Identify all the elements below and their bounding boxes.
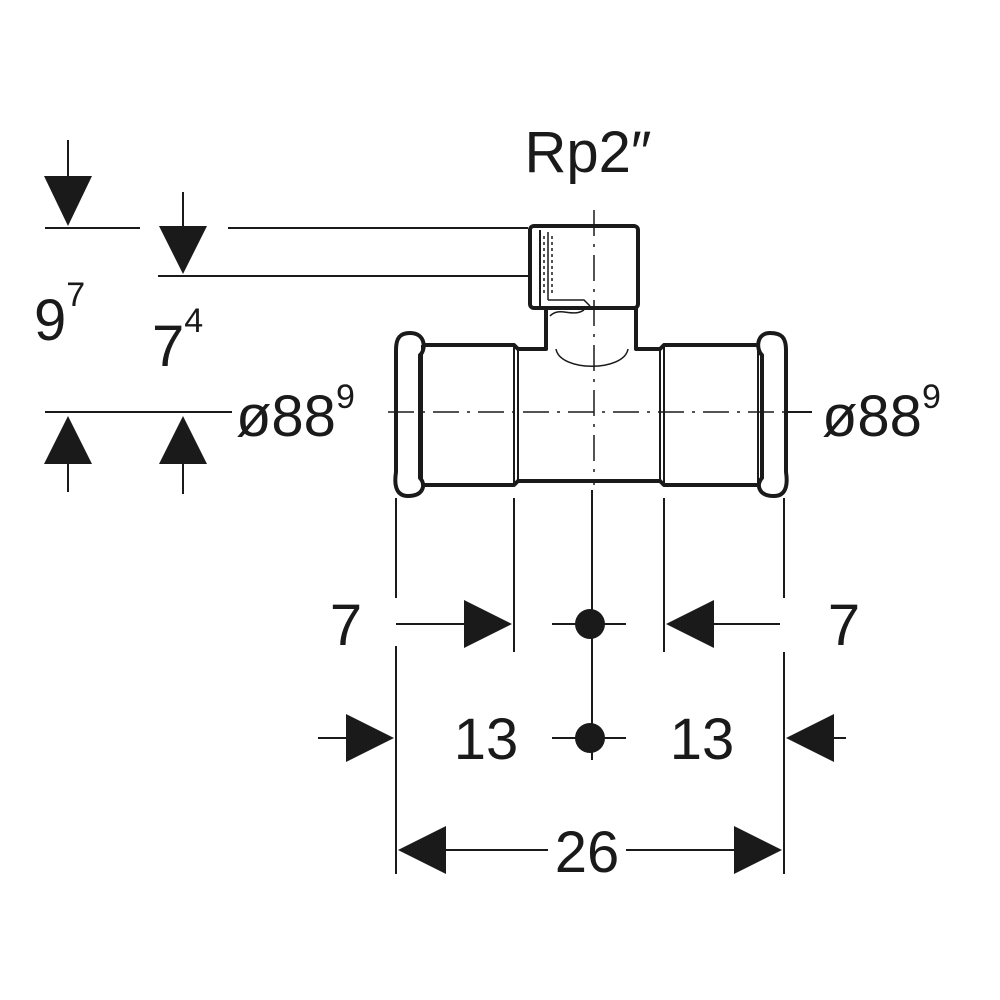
arrow-down-icon — [44, 176, 92, 226]
arrow-right-icon — [734, 826, 782, 874]
half-right-label: 13 — [670, 707, 735, 772]
height-dimension-lines — [45, 140, 528, 494]
height-branch-sup: 4 — [184, 302, 203, 340]
arrow-left-icon — [666, 600, 714, 648]
height-total-value: 9 — [34, 288, 66, 353]
diameter-left-label: ø889 — [236, 378, 355, 449]
diameter-left-sup: 9 — [336, 378, 355, 416]
diameter-right-value: ø88 — [822, 384, 922, 449]
centre-point-icon — [575, 723, 605, 753]
height-total-label: 97 — [34, 276, 85, 353]
arrow-right-icon — [346, 714, 394, 762]
diameter-right-sup: 9 — [922, 378, 941, 416]
height-total-sup: 7 — [66, 276, 85, 314]
diameter-right-label: ø889 — [822, 378, 941, 449]
centre-point-icon — [575, 609, 605, 639]
length-dimension-lines — [318, 490, 846, 874]
arrow-right-icon — [464, 600, 512, 648]
insert-right-label: 7 — [828, 593, 860, 658]
arrow-left-icon — [398, 826, 446, 874]
arrow-up-icon — [159, 416, 207, 464]
arrow-down-icon — [159, 226, 207, 274]
insert-left-label: 7 — [330, 593, 362, 658]
arrow-up-icon — [44, 416, 92, 464]
half-left-label: 13 — [454, 707, 519, 772]
arrow-left-icon — [786, 714, 834, 762]
diameter-left-value: ø88 — [236, 384, 336, 449]
thread-label: Rp2″ — [525, 120, 652, 185]
height-branch-label: 74 — [152, 302, 203, 379]
height-branch-value: 7 — [152, 314, 184, 379]
tee-fitting-body — [388, 210, 812, 498]
total-length-label: 26 — [555, 820, 620, 885]
